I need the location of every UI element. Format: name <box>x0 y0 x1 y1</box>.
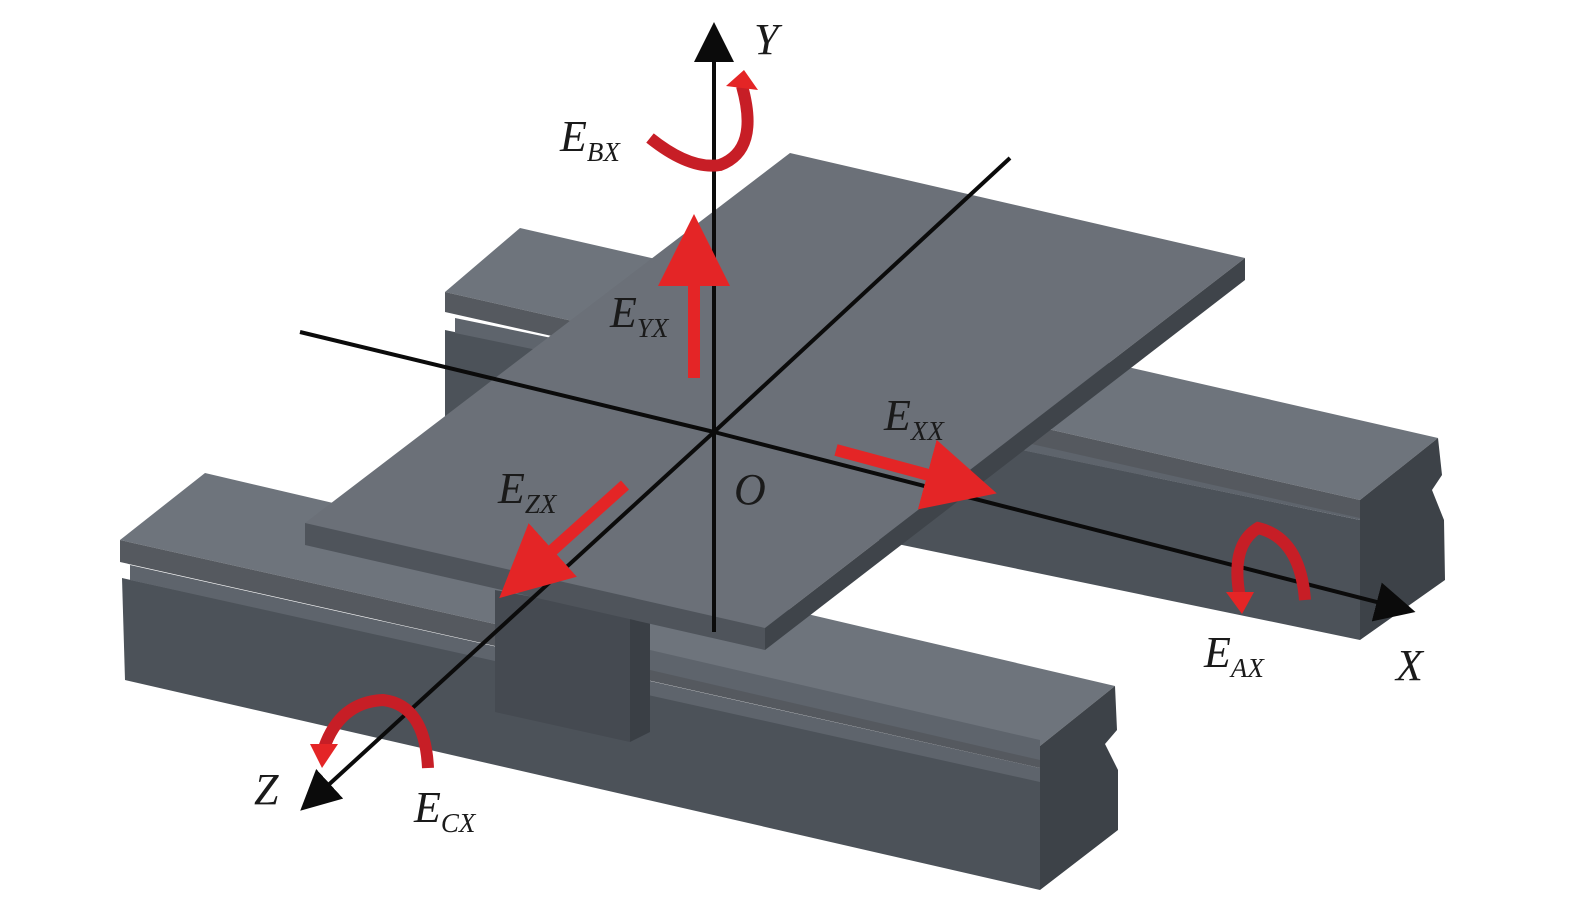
x-axis-label: X <box>1394 641 1425 690</box>
table-top-face <box>305 153 1245 628</box>
carriage-side-face <box>630 605 650 742</box>
eyx-label: EYX <box>609 288 670 343</box>
z-axis-label: Z <box>254 765 279 814</box>
error-labels: EBX EYX EXX EZX EAX ECX <box>413 112 1265 838</box>
exx-label: EXX <box>883 391 945 446</box>
ebx-arrowhead-icon <box>726 70 758 90</box>
carriage-front-face <box>495 590 630 742</box>
ecx-rotation-icon <box>318 693 434 769</box>
ebx-label: EBX <box>559 112 621 167</box>
ezx-label: EZX <box>497 464 558 519</box>
translation-arrows <box>499 214 997 599</box>
z-axis-line <box>300 430 716 811</box>
ebx-rotation-icon <box>646 84 754 172</box>
axis-labels: Y X Z O <box>254 15 1425 814</box>
eax-label: EAX <box>1203 628 1265 683</box>
eax-rotation-icon <box>1231 521 1311 601</box>
z-axis-back-line <box>712 156 1012 434</box>
carriage-block <box>495 590 1040 760</box>
front-rail-notch <box>650 650 1040 760</box>
x-axis-line <box>713 430 1416 622</box>
eax-arrowhead-icon <box>1226 592 1254 614</box>
origin-label: O <box>734 465 766 514</box>
coordinate-axes <box>299 22 1416 811</box>
exx-arrow-icon <box>834 439 997 510</box>
rotation-arrows <box>310 70 1311 769</box>
y-axis-label: Y <box>754 15 783 64</box>
front-rail-end-face <box>1040 686 1118 890</box>
ecx-arrowhead-icon <box>310 744 338 768</box>
x-axis-back-line <box>299 330 715 434</box>
ezx-arrow-icon <box>499 480 630 599</box>
front-rail-front-face <box>122 578 1040 890</box>
ecx-label: ECX <box>413 783 477 838</box>
table-side-edge <box>765 258 1245 650</box>
